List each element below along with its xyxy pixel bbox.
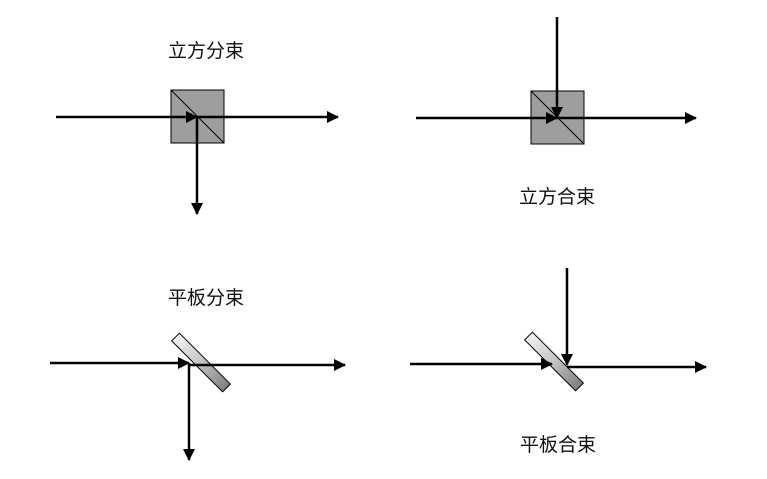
- plate-split-label: 平板分束: [168, 287, 244, 309]
- plate-combine-label: 平板合束: [520, 434, 596, 456]
- plate-combiner-group: 平板合束: [410, 268, 707, 456]
- cube-combiner-group: 立方合束: [416, 17, 697, 208]
- cube-split-label: 立方分束: [168, 40, 244, 62]
- cube-splitter-group: 立方分束: [56, 40, 339, 215]
- cube-combine-label: 立方合束: [519, 186, 595, 208]
- plate-splitter-group: 平板分束: [50, 287, 346, 461]
- plate-splitter: [170, 332, 232, 393]
- plate-combiner: [523, 331, 585, 392]
